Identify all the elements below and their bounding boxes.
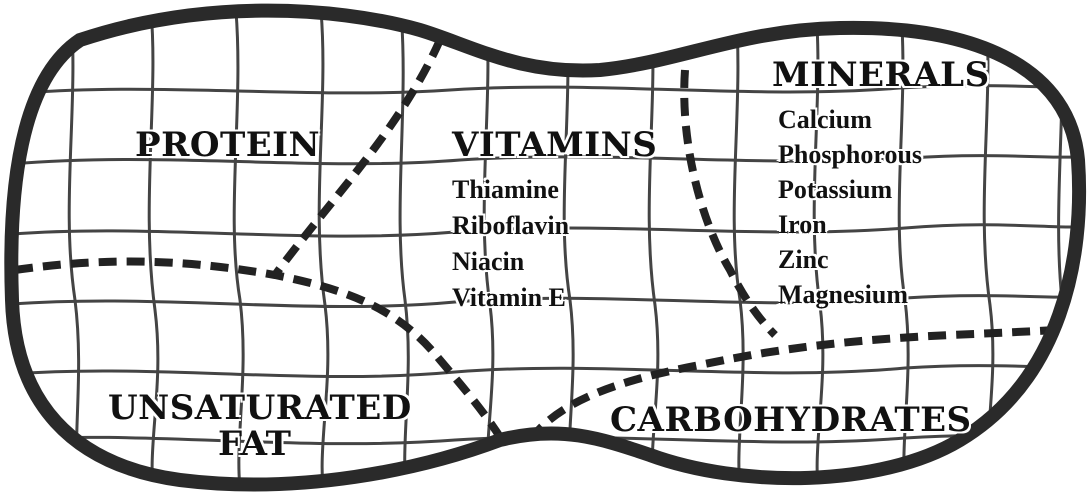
vitamin-item: Thiamine [452,172,569,208]
mineral-item: Potassium [778,172,922,207]
vitamins-list: Thiamine Riboflavin Niacin Vitamin E [452,172,569,316]
mineral-item: Zinc [778,242,922,277]
mineral-item: Calcium [778,102,922,137]
unsaturated-fat-heading-line1: UNSATURATED [108,388,412,428]
vitamin-item: Niacin [452,244,569,280]
vitamins-heading: VITAMINS [452,125,657,165]
vitamin-item: Riboflavin [452,208,569,244]
mineral-item: Magnesium [778,277,922,312]
minerals-heading: MINERALS [772,55,990,95]
mineral-item: Iron [778,207,922,242]
protein-heading: PROTEIN [135,125,320,165]
vitamin-item: Vitamin E [452,280,569,316]
divider-vitamins-minerals [684,70,775,335]
unsaturated-fat-heading-line2: FAT [218,424,291,464]
minerals-list: Calcium Phosphorous Potassium Iron Zinc … [778,102,922,312]
mineral-item: Phosphorous [778,137,922,172]
carbohydrates-heading: CARBOHYDRATES [610,400,972,440]
